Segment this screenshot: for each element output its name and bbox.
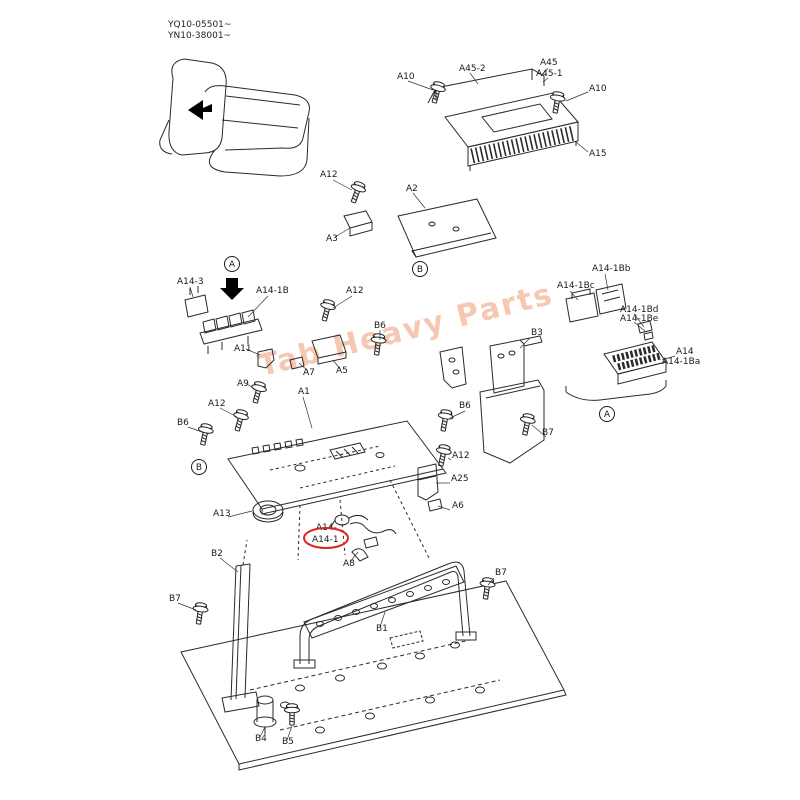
a14-1b-assembly [199,309,263,354]
a25-part [417,463,439,501]
part-label: B7 [169,594,181,604]
part-label: B6 [374,321,386,331]
view-callout: A [604,410,611,420]
a14-3-part [184,286,209,318]
part-label: B7 [495,568,507,578]
part-label: B6 [177,418,189,428]
view-a-arrow-icon [220,278,244,300]
part-label: A15 [589,149,607,159]
part-label: A10 [589,84,607,94]
part-label: B1 [376,624,388,634]
mid-bracket [439,346,467,389]
a14-1-harness [329,514,397,549]
part-label: A45 [540,58,558,68]
bolt-icon [284,703,300,726]
part-label: A3 [326,234,338,244]
bolt-icon [316,297,338,324]
a1-main-plate [227,420,447,515]
seat-sketch [159,58,310,177]
part-label: B2 [211,549,223,559]
part-label: A5 [336,366,348,376]
bolt-icon [435,408,455,433]
callout-circle [191,459,207,475]
a14-fuse-box [603,341,667,385]
part-label: A14-1Bd [620,305,658,315]
b3-bracket [479,335,545,464]
bolt-icon [477,576,497,601]
view-callout: A [229,260,236,270]
part-label: B3 [531,328,543,338]
bolt-icon [547,90,567,115]
part-label: A8 [343,559,355,569]
callout-circle [412,261,428,277]
part-label: A12 [208,399,226,409]
a8-clip [351,548,369,562]
alignment-dashes [297,479,431,561]
bolt-icon [247,379,269,406]
bolt-icon [190,601,210,626]
bolt-icon [368,332,388,357]
guard-frame [293,561,477,669]
part-label: A14-1B [256,286,289,296]
seat-arrow-icon [188,100,212,120]
highlight-oval [303,527,349,549]
a11-bracket [257,348,275,369]
ecu-assembly [427,68,579,171]
part-label: A1 [298,387,310,397]
part-label: A45-1 [536,69,563,79]
a6-part [427,498,443,512]
b4-mount [253,695,277,734]
part-label: A14 [676,347,694,357]
a5-box [311,334,347,365]
callout-circle [599,406,615,422]
part-label: A14-3 [177,277,204,287]
a13-grommet [252,500,284,523]
a3-bracket [343,210,373,237]
part-label: A10 [397,72,415,82]
part-label: A14-1Ba [662,357,700,367]
serial-code-line2: YN10-38001~ [168,31,232,41]
part-label: B5 [282,737,294,747]
part-label: A11 [234,344,252,354]
base-plate [180,580,567,771]
part-label: A14-1Bb [592,264,631,274]
a14-1bb-box [595,283,627,315]
serial-code-line1: YQ10-05501~ [168,20,232,30]
serial-codes: YQ10-05501~ YN10-38001~ [168,20,231,42]
part-label: A12 [320,170,338,180]
bolt-icon [426,79,448,106]
part-label: A14-1Bc [557,281,595,291]
part-label: A12 [452,451,470,461]
part-label: A12 [346,286,364,296]
view-callout: B [196,463,202,473]
part-label: B6 [459,401,471,411]
callout-circle [224,256,240,272]
right-group-bracket [565,380,667,401]
part-label: A25 [451,474,469,484]
part-label: B7 [542,428,554,438]
part-label: A7 [303,368,315,378]
part-label: A14-1 [312,535,339,545]
bolt-icon [345,179,369,206]
part-label: A6 [452,501,464,511]
a14-1bd-be-part [637,320,654,341]
part-label: A13 [213,509,231,519]
a7-part [289,356,305,370]
a2-plate [397,198,497,258]
bolt-icon [194,421,215,447]
part-label: A14-1Be [620,314,659,324]
b2-channel [221,539,260,713]
part-label: A45-2 [459,64,486,74]
bolt-icon [229,407,251,434]
part-label: B4 [255,734,267,744]
a14-1bc-box [565,288,599,323]
part-label: A2 [406,184,418,194]
part-label: A9 [237,379,249,389]
leader-lines [177,67,676,741]
bolt-icon [516,411,537,437]
part-labels: A10A45-2A45A45-1A10A15A12A2A3BAA14-3A14-… [169,58,700,747]
view-callout: B [417,265,423,275]
